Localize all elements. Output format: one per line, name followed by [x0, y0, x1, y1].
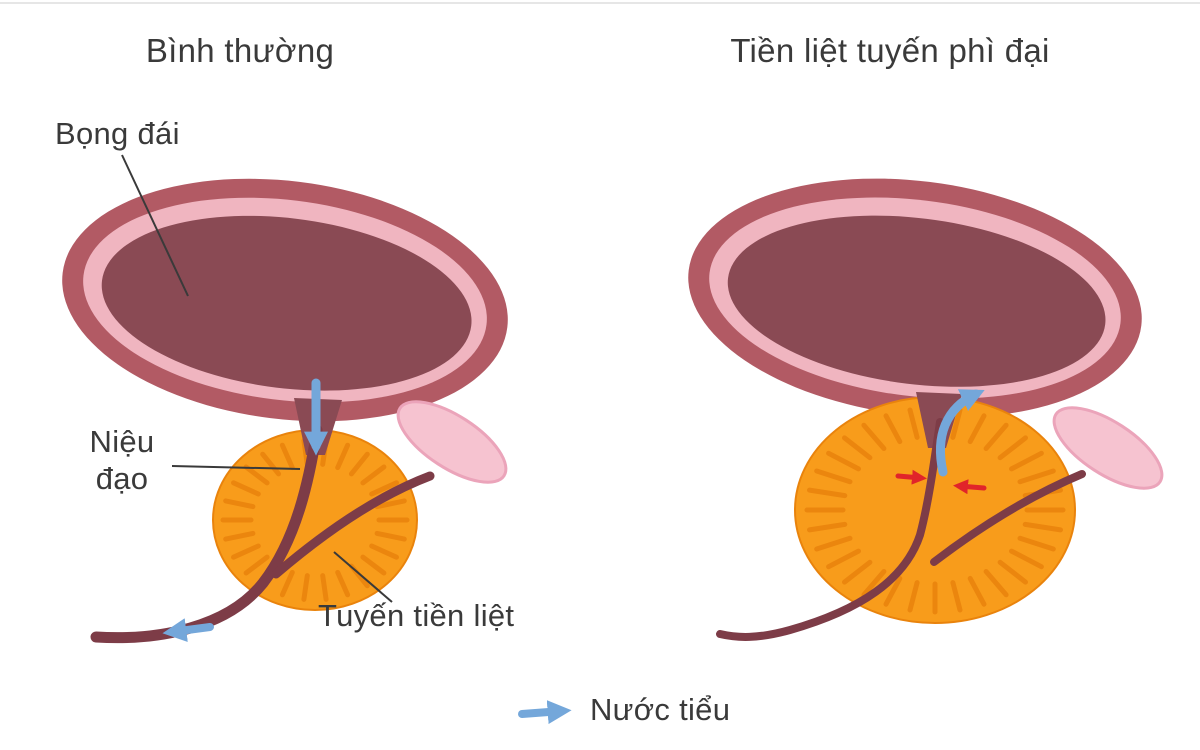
- bladder-interior-enlarged: [727, 215, 1106, 387]
- label-urethra: Niệu đạo: [89, 424, 155, 496]
- ejaculatory-duct-normal: [271, 471, 435, 579]
- compression-arrow-right: [953, 479, 987, 495]
- bladder-normal: [62, 178, 508, 422]
- panel-enlarged: [688, 178, 1164, 641]
- leader-line-bladder: [121, 154, 189, 297]
- seminal-vesicle-normal: [396, 400, 508, 484]
- ejaculatory-duct-enlarged: [930, 470, 1086, 566]
- urine-exit-arrow-normal: [162, 618, 214, 643]
- legend-urine-arrow: [518, 700, 572, 725]
- bladder-enlarged: [688, 178, 1142, 418]
- urethra-normal: [90, 424, 323, 644]
- title-normal: Bình thường: [145, 32, 335, 69]
- seminal-vesicle-enlarged: [1052, 406, 1164, 490]
- prostate-texture-enlarged: [804, 405, 1066, 615]
- prostate-texture-normal: [220, 438, 410, 602]
- compression-arrow-left: [895, 469, 927, 485]
- panel-normal: [62, 178, 508, 644]
- title-enlarged: Tiền liệt tuyến phì đại: [730, 32, 1050, 69]
- leader-line-urethra: [171, 465, 301, 470]
- label-urine-legend: Nước tiểu: [590, 692, 731, 727]
- urethra-compressed: [716, 418, 944, 641]
- leader-line-prostate: [333, 551, 393, 603]
- urine-backflow-arrow: [936, 389, 985, 477]
- label-prostate: Tuyến tiền liệt: [318, 598, 515, 633]
- label-bladder: Bọng đái: [55, 116, 180, 151]
- top-border: [0, 2, 1200, 4]
- bladder-interior-normal: [101, 215, 472, 391]
- prostate-normal: [212, 429, 418, 611]
- prostate-enlarged: [794, 396, 1076, 624]
